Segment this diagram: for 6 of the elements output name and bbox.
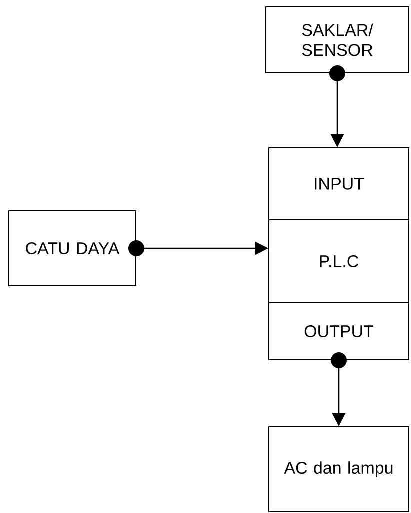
block-box: CATU DAYA [8, 210, 136, 286]
block-box: OUTPUT [268, 302, 410, 360]
block-box: AC dan lampu [268, 426, 410, 512]
block-box: INPUT [268, 148, 410, 220]
block-box: P.L.C [268, 220, 410, 304]
block-box: SAKLAR/ SENSOR [266, 6, 410, 74]
